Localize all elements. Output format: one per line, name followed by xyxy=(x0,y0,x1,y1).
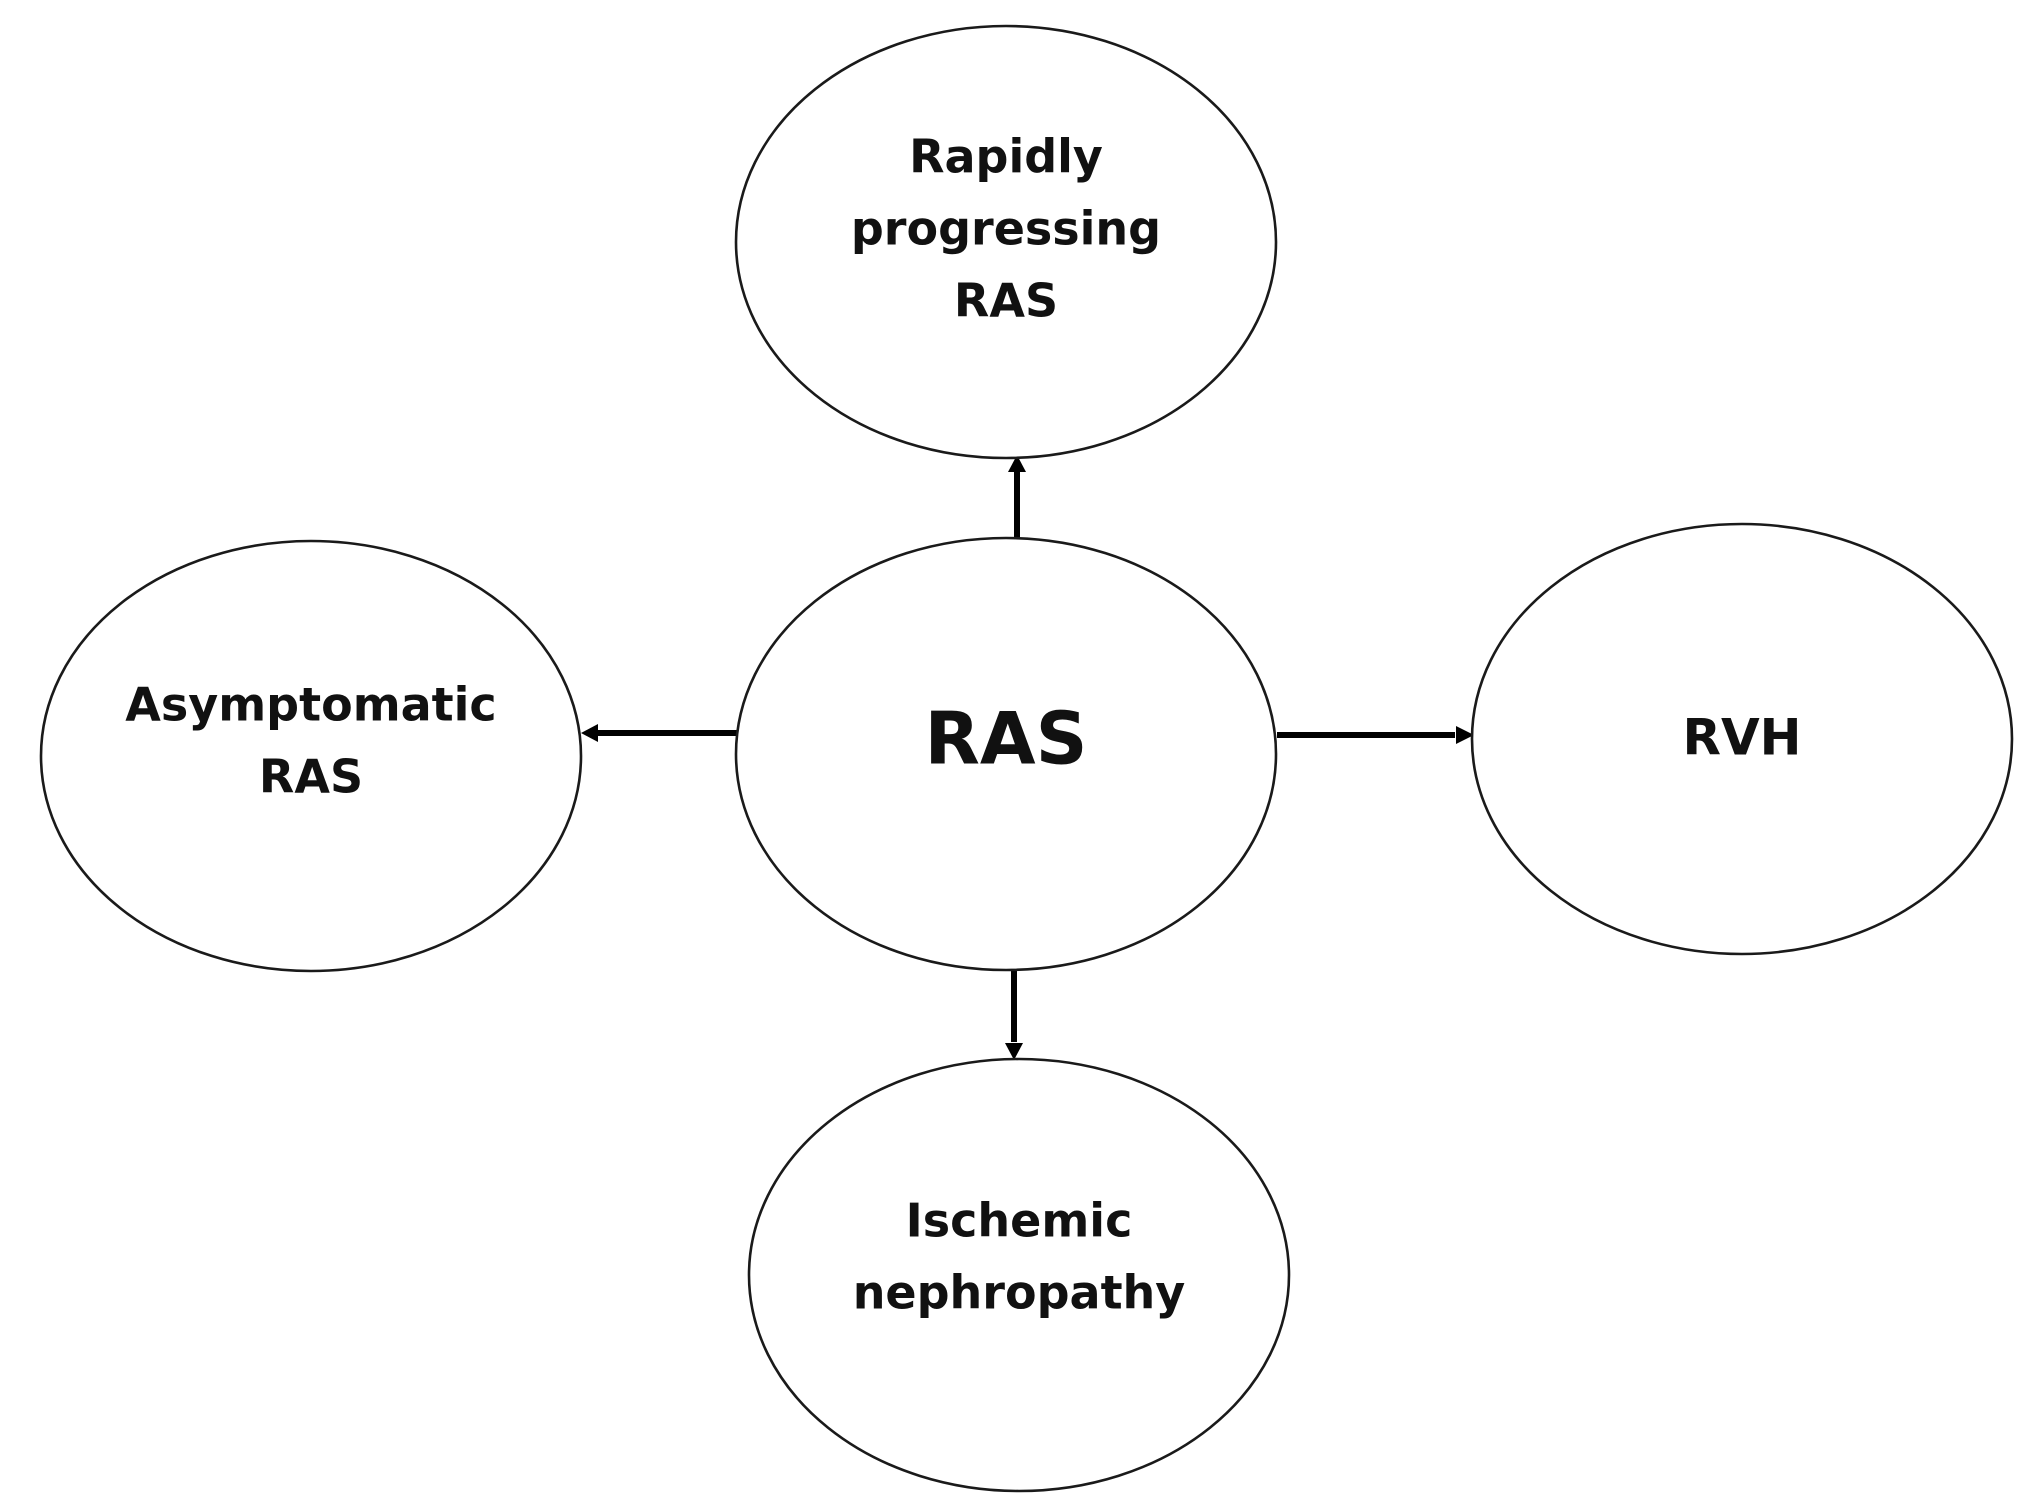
connector-to-bottom xyxy=(1005,970,1023,1060)
node-rapidly-progressing-ras-line-1: Rapidly xyxy=(909,130,1103,184)
connector-to-right xyxy=(1277,726,1474,744)
connector-to-left xyxy=(581,724,738,742)
node-ischemic-nephropathy-line-1: Ischemic xyxy=(906,1194,1133,1248)
node-ras-center-label: RAS xyxy=(924,697,1087,781)
node-rapidly-progressing-ras: Rapidly progressing RAS xyxy=(734,24,1278,460)
node-rapidly-progressing-ras-line-2: progressing xyxy=(851,202,1161,256)
node-ras-center: RAS xyxy=(734,536,1278,972)
node-asymptomatic-ras-line-1: Asymptomatic xyxy=(125,678,496,732)
node-rvh: RVH xyxy=(1470,522,2014,956)
node-rapidly-progressing-ras-line-3: RAS xyxy=(954,274,1058,328)
node-ischemic-nephropathy-line-2: nephropathy xyxy=(853,1266,1186,1320)
node-rvh-label: RVH xyxy=(1682,709,1801,767)
node-asymptomatic-ras-line-2: RAS xyxy=(259,750,363,804)
node-ischemic-nephropathy: Ischemic nephropathy xyxy=(747,1057,1291,1493)
node-asymptomatic-ras: Asymptomatic RAS xyxy=(39,539,583,973)
connector-to-top xyxy=(1008,455,1026,538)
